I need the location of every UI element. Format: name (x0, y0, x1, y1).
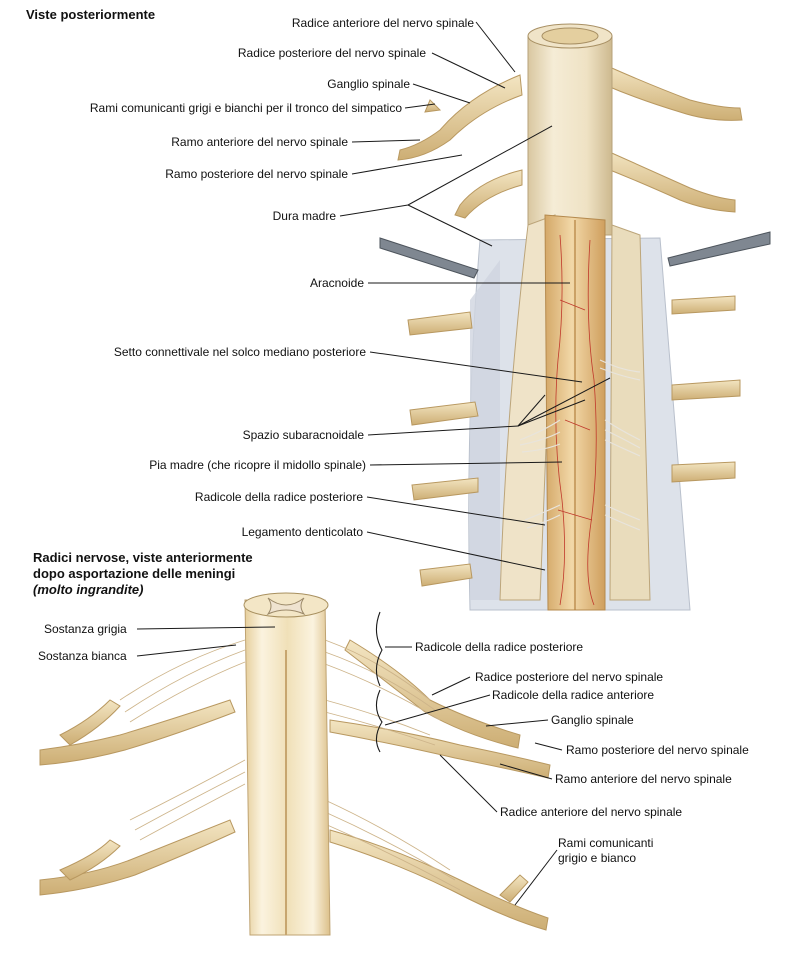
label-spazio-subaracnoidale: Spazio subaracnoidale (242, 428, 364, 442)
label-ramo-posteriore-bottom: Ramo posteriore del nervo spinale (566, 743, 749, 757)
title-bottom-line2: dopo asportazione delle meningi (33, 566, 236, 581)
right-nerves-top (604, 64, 743, 483)
rootlet-fans (119, 639, 461, 891)
top-figure (379, 23, 771, 611)
left-nerves-top (397, 74, 523, 587)
dura-mater-tube (527, 35, 613, 236)
label-radicole-posteriore-bottom: Radicole della radice posteriore (415, 640, 584, 654)
dura-flap-right (609, 224, 651, 601)
label-ganglio-spinale: Ganglio spinale (327, 77, 410, 91)
label-legamento-denticolato: Legamento denticolato (241, 525, 363, 539)
dura-flap-left (499, 214, 556, 601)
spinal-cord-anterior (244, 599, 331, 936)
left-nerve-branches (39, 699, 236, 896)
forceps-right (667, 231, 771, 267)
title-top: Viste posteriormente (26, 7, 156, 22)
gray-matter (266, 597, 306, 616)
label-rami-comunicanti-line1: Rami comunicanti (558, 836, 654, 850)
label-rami-comunicanti-line2: grigio e bianco (558, 851, 637, 865)
leader-lines (136, 21, 611, 906)
label-pia-madre: Pia madre (che ricopre il midollo spinal… (149, 458, 366, 472)
label-radice-anteriore-bottom: Radice anteriore del nervo spinale (500, 805, 683, 819)
label-sostanza-bianca: Sostanza bianca (38, 649, 127, 663)
forceps-left (379, 237, 479, 279)
label-sostanza-grigia: Sostanza grigia (44, 622, 127, 636)
label-radicole-posteriore-top: Radicole della radice posteriore (194, 490, 363, 504)
label-aracnoide: Aracnoide (309, 276, 364, 290)
right-nerve-branches (329, 639, 551, 931)
label-ramo-anteriore-bottom: Ramo anteriore del nervo spinale (555, 772, 732, 786)
label-dura-madre: Dura madre (272, 209, 336, 223)
label-ramo-posteriore: Ramo posteriore del nervo spinale (165, 167, 348, 181)
posterior-rootlets (519, 359, 641, 531)
label-radice-anteriore: Radice anteriore del nervo spinale (291, 16, 474, 30)
bottom-figure (39, 592, 551, 936)
label-ganglio-spinale-bottom: Ganglio spinale (551, 713, 634, 727)
label-setto-connettivale: Setto connettivale nel solco mediano pos… (113, 345, 366, 359)
title-bottom-line3: (molto ingrandite) (33, 582, 144, 597)
label-ramo-anteriore: Ramo anteriore del nervo spinale (171, 135, 348, 149)
label-radicole-anteriore: Radicole della radice anteriore (492, 688, 655, 702)
label-radice-posteriore: Radice posteriore del nervo spinale (237, 46, 426, 60)
label-radice-posteriore-bottom: Radice posteriore del nervo spinale (475, 670, 664, 684)
title-bottom-line1: Radici nervose, viste anteriormente (33, 550, 253, 565)
bracket-marks (375, 611, 383, 753)
label-rami-comunicanti: Rami comunicanti grigi e bianchi per il … (89, 101, 402, 115)
pia-vessels (555, 234, 597, 606)
